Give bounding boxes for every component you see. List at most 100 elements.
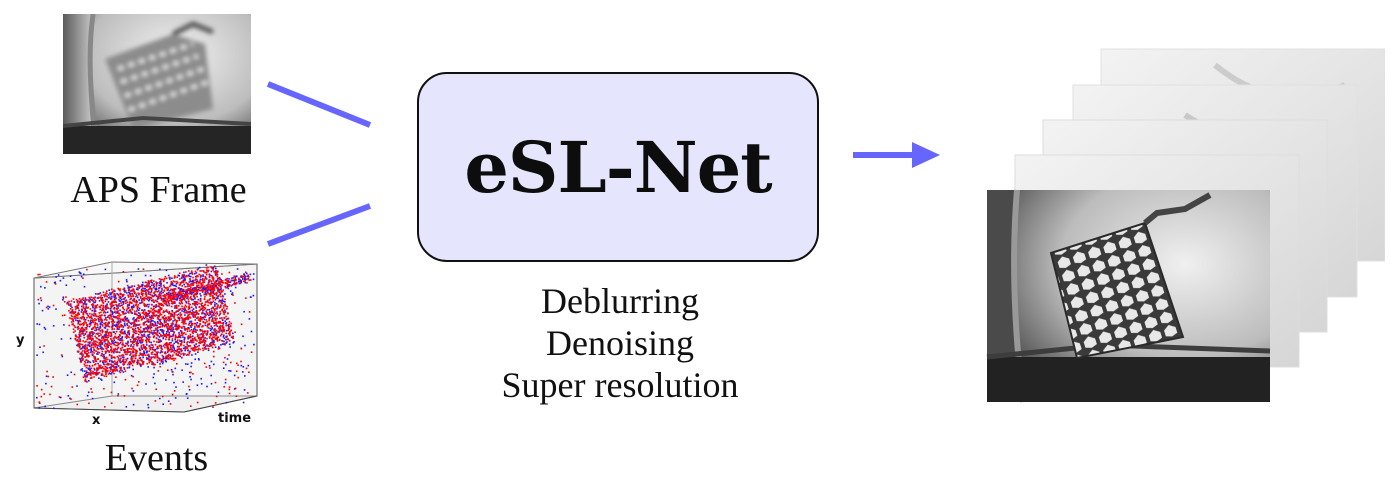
event-point: [127, 336, 129, 338]
event-point: [143, 322, 145, 325]
event-point: [74, 317, 76, 320]
event-point: [200, 336, 202, 339]
event-point: [106, 371, 109, 373]
event-point: [144, 346, 146, 348]
event-point: [47, 305, 49, 308]
event-point: [136, 314, 138, 316]
event-point: [126, 320, 129, 322]
event-point: [209, 337, 211, 339]
event-point: [219, 278, 221, 281]
event-point: [112, 321, 114, 323]
event-point: [156, 320, 159, 323]
event-point: [155, 310, 157, 313]
event-point: [156, 295, 159, 298]
event-point: [188, 351, 190, 353]
event-point: [83, 310, 86, 313]
event-point: [169, 357, 171, 359]
event-point: [207, 301, 210, 304]
event-point: [129, 354, 131, 356]
event-point: [138, 354, 140, 357]
event-point: [123, 317, 126, 319]
event-point: [159, 365, 161, 368]
event-point: [133, 319, 136, 322]
event-point: [95, 306, 98, 309]
event-point: [40, 285, 42, 288]
event-point: [117, 305, 119, 307]
event-point: [216, 311, 218, 313]
event-point: [130, 326, 132, 329]
event-point: [187, 308, 190, 310]
event-point: [134, 329, 137, 332]
event-point: [227, 312, 229, 315]
event-point: [72, 320, 75, 323]
event-point: [189, 339, 192, 341]
event-point: [104, 332, 107, 334]
event-point: [184, 308, 186, 311]
event-point: [205, 292, 208, 295]
event-point: [164, 346, 166, 349]
event-point: [151, 311, 153, 314]
event-point: [81, 333, 84, 335]
event-point: [211, 288, 214, 290]
event-point: [158, 305, 160, 308]
event-point: [143, 297, 145, 299]
event-point: [96, 337, 99, 340]
event-point: [169, 342, 171, 344]
event-point: [148, 336, 150, 339]
event-point: [89, 342, 91, 345]
event-point: [77, 345, 79, 347]
event-point: [194, 319, 197, 321]
event-point: [191, 273, 194, 275]
event-point: [79, 353, 82, 355]
event-point: [92, 319, 94, 321]
event-point: [193, 313, 195, 316]
event-point: [115, 303, 117, 306]
event-point: [204, 347, 207, 349]
event-point: [115, 376, 117, 378]
event-point: [148, 345, 150, 348]
event-point: [110, 293, 112, 296]
event-point: [222, 335, 225, 338]
event-point: [82, 324, 85, 327]
event-point: [199, 289, 201, 292]
event-point: [101, 331, 104, 334]
event-point: [234, 286, 237, 289]
event-point: [174, 350, 177, 352]
event-point: [161, 323, 164, 325]
event-point: [165, 335, 167, 338]
event-point: [204, 322, 207, 324]
event-point: [155, 285, 158, 287]
event-point: [97, 348, 100, 350]
event-point: [174, 324, 177, 326]
event-point: [185, 309, 188, 312]
event-point: [140, 344, 143, 347]
event-point: [136, 363, 139, 365]
event-point: [152, 363, 155, 366]
event-point: [202, 286, 205, 289]
event-point: [125, 359, 128, 362]
event-point: [107, 341, 109, 343]
event-point: [139, 323, 141, 326]
event-point: [127, 286, 130, 288]
event-point: [105, 295, 108, 297]
event-point: [184, 296, 186, 298]
event-point: [145, 284, 148, 287]
event-point: [140, 336, 143, 339]
event-point: [81, 316, 83, 318]
event-point: [132, 337, 134, 339]
event-point: [183, 332, 186, 334]
event-point: [186, 363, 189, 365]
event-point: [147, 366, 149, 368]
event-point: [230, 279, 233, 282]
event-point: [174, 302, 176, 304]
event-point: [92, 320, 94, 322]
event-point: [143, 304, 145, 306]
event-point: [126, 323, 128, 325]
event-point: [176, 341, 178, 343]
event-point: [223, 337, 226, 339]
event-point: [78, 313, 80, 315]
event-point: [97, 319, 100, 321]
event-point: [134, 340, 137, 342]
event-point: [214, 297, 216, 299]
event-point: [113, 369, 115, 371]
